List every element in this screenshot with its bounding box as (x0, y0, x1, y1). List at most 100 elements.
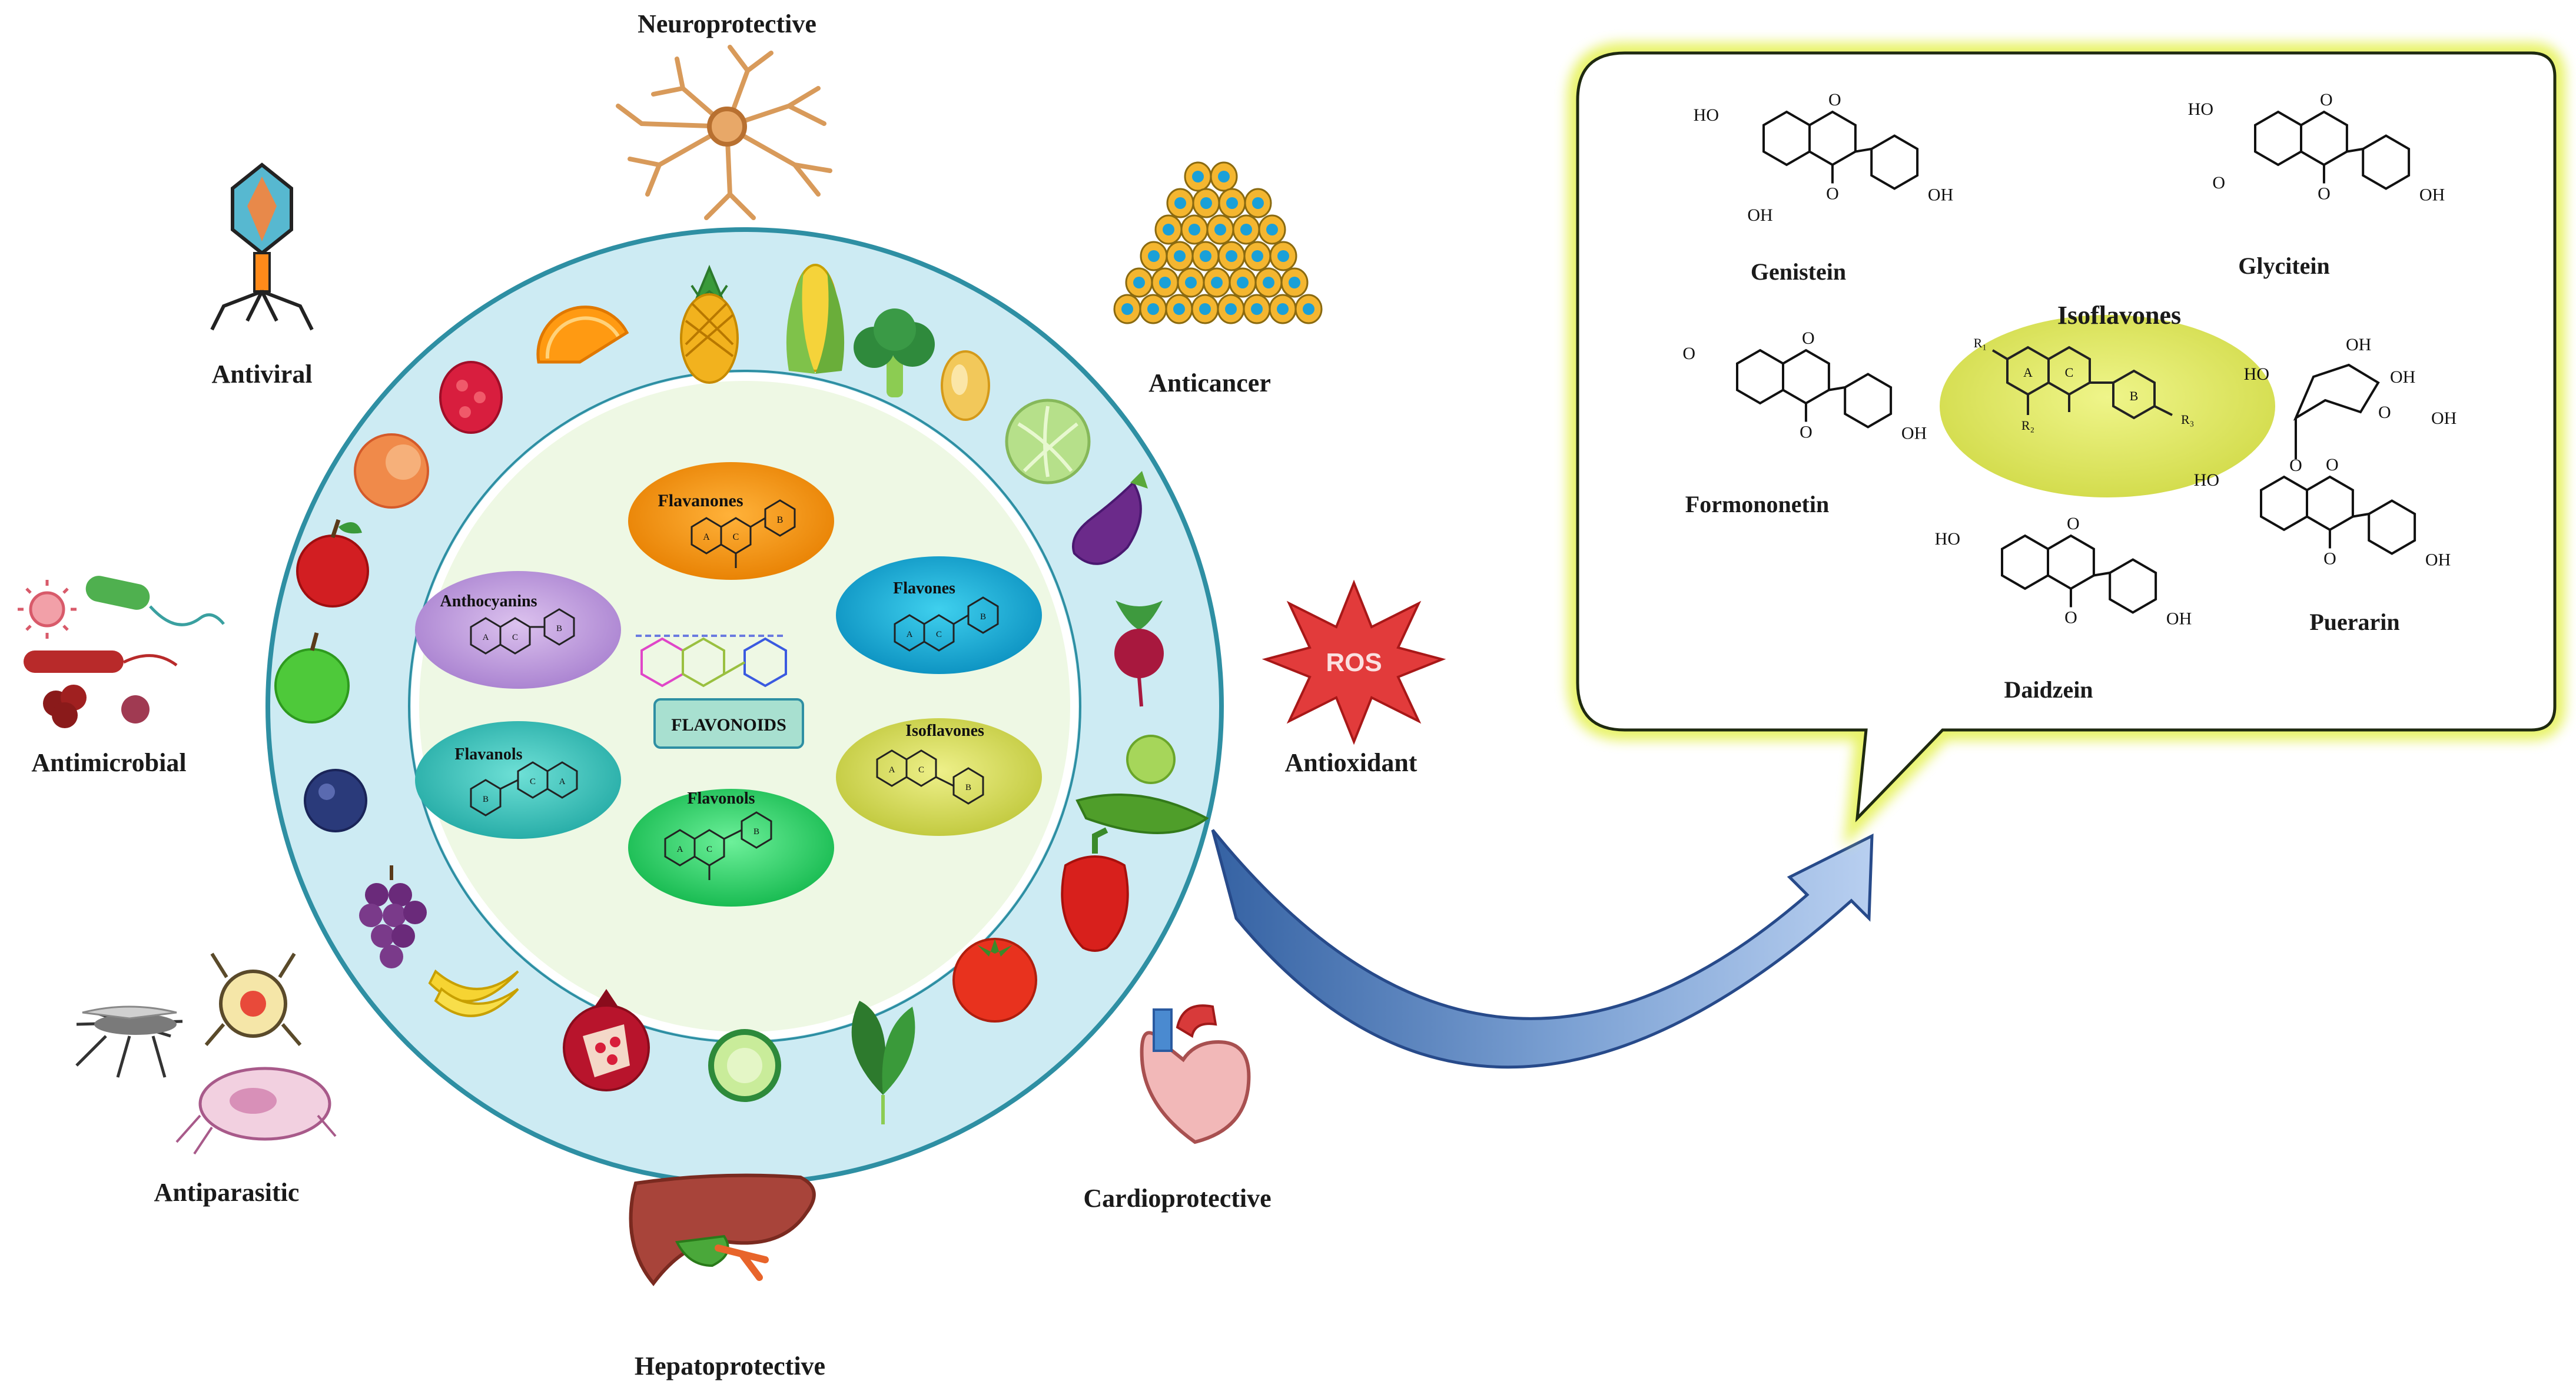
pomegranate-icon (563, 989, 650, 1091)
green-apple-icon (274, 632, 350, 723)
label-hepatoprotective: Hepatoprotective (635, 1352, 825, 1380)
cancer-cell-nucleus (1240, 224, 1252, 235)
cucumber-icon (708, 1029, 781, 1102)
ring-label-b: B (483, 795, 489, 804)
red-apple-icon (296, 519, 369, 608)
ring-label-c: C (2065, 365, 2074, 380)
isoflavones-label: Isoflavones (905, 722, 984, 740)
cancer-cell-nucleus (1303, 303, 1314, 315)
cancer-cell-nucleus (1147, 303, 1159, 315)
flavonoid-skeleton (636, 635, 787, 688)
glycitein-methoxy-o: O (2212, 173, 2225, 192)
cancer-cell-nucleus (1133, 277, 1145, 288)
cancer-cell-nucleus (1237, 277, 1249, 288)
anthocyanins-label: Anthocyanins (440, 592, 537, 610)
ring-label-c: C (733, 532, 739, 542)
ring-label-c: C (512, 633, 518, 642)
transition-arrow (1211, 829, 1874, 1069)
label-antiparasitic: Antiparasitic (154, 1178, 300, 1207)
puerarin-sugar-oh-3: OH (2431, 409, 2457, 428)
daidzein-ring-o: O (2067, 514, 2080, 533)
cancer-cell-nucleus (1185, 277, 1197, 288)
panel-title: Isoflavones (2057, 301, 2181, 330)
broccoli-icon (854, 308, 935, 397)
flavanones-structure (691, 499, 796, 568)
ring-label-b: B (965, 783, 971, 792)
center-label-box: FLAVONOIDS (653, 698, 804, 749)
liver-icon (629, 1173, 816, 1286)
cancer-cell-nucleus (1263, 277, 1274, 288)
ring-label-c: C (530, 777, 536, 786)
ring-label-a: A (483, 633, 489, 642)
foods (274, 264, 1209, 1124)
flavanols-label: Flavanols (454, 745, 522, 764)
daidzein-oh: OH (2166, 609, 2192, 629)
flavanones-label: Flavanones (658, 491, 743, 510)
pineapple-icon (680, 264, 739, 384)
daidzein-bond (2093, 572, 2110, 577)
puerarin-ring-o: O (2378, 403, 2391, 422)
class-isoflavones: Isoflavones A C B (836, 718, 1042, 836)
ring-label-a: A (2023, 365, 2033, 380)
cancer-cell-nucleus (1174, 250, 1186, 262)
formononetin-ring-o: O (1802, 328, 1815, 348)
ring-label-a: A (889, 765, 895, 775)
cancer-cell-nucleus (1159, 277, 1171, 288)
ring-label-a: A (677, 845, 683, 854)
ring-label-a: A (907, 630, 913, 639)
cancer-cell-nucleus (1200, 197, 1212, 209)
formononetin-methoxy-o: O (1682, 344, 1695, 363)
squash-icon (941, 350, 990, 421)
genistein-ring-b (1870, 134, 1919, 190)
cancer-cell-nucleus (1277, 250, 1289, 262)
formononetin-bond (1828, 386, 1845, 391)
isoflavones-structure (876, 749, 984, 805)
label-antiviral: Antiviral (211, 360, 312, 389)
cancer-cell-nucleus (1251, 303, 1263, 315)
pepper-icon (1061, 827, 1129, 952)
cancer-cell-nucleus (1121, 303, 1133, 315)
class-flavanones: Flavanones A C B (628, 462, 834, 580)
cancer-cell-nucleus (1163, 224, 1174, 235)
tomato-icon (952, 938, 1037, 1023)
compound-glycitein: Glycitein (2238, 253, 2330, 279)
ring-label-c: C (918, 765, 924, 775)
microbes-icon (18, 576, 225, 728)
flavones-label: Flavones (893, 579, 955, 598)
genistein-oh-4: OH (1928, 185, 1953, 205)
cancer-cell-nucleus (1148, 250, 1160, 262)
formononetin-carbonyl-o: O (1800, 423, 1813, 442)
isoflavone-core-bubble (1940, 315, 2275, 497)
puerarin-ho: HO (2194, 470, 2219, 490)
orange-icon (536, 306, 629, 364)
ring-label-b: B (777, 515, 784, 525)
isoflavone-core-structure (1991, 346, 2173, 420)
class-flavones: Flavones A C B (836, 556, 1042, 674)
cancer-cell-nucleus (1226, 250, 1237, 262)
spinach-icon (851, 1001, 915, 1124)
daidzein-carbonyl-o: O (2064, 608, 2077, 628)
genistein-oh-5: OH (1747, 205, 1772, 225)
cancer-cell-nucleus (1218, 171, 1230, 182)
puerarin-sugar-oh-1: OH (2346, 335, 2371, 354)
genistein-ring-o: O (1828, 90, 1841, 109)
ring-label-b: B (980, 612, 986, 622)
glycitein-carbonyl-o: O (2318, 184, 2331, 204)
cabbage-icon (1005, 399, 1091, 484)
puerarin-glucose-ring (2293, 363, 2380, 421)
puerarin-carbonyl-o: O (2323, 549, 2336, 569)
glycitein-bond (2346, 148, 2363, 153)
daidzein-ho: HO (1935, 529, 1960, 549)
cancer-cell-nucleus (1252, 197, 1264, 209)
daidzein-ring-b (2109, 558, 2157, 614)
ring-label-b: B (556, 624, 562, 633)
compound-daidzein: Daidzein (2004, 676, 2093, 703)
peach-icon (354, 433, 429, 509)
raspberry-icon (439, 361, 503, 434)
ros-text: ROS (1326, 648, 1382, 677)
flavones-structure (894, 596, 999, 652)
ring-label-c: C (706, 845, 712, 854)
